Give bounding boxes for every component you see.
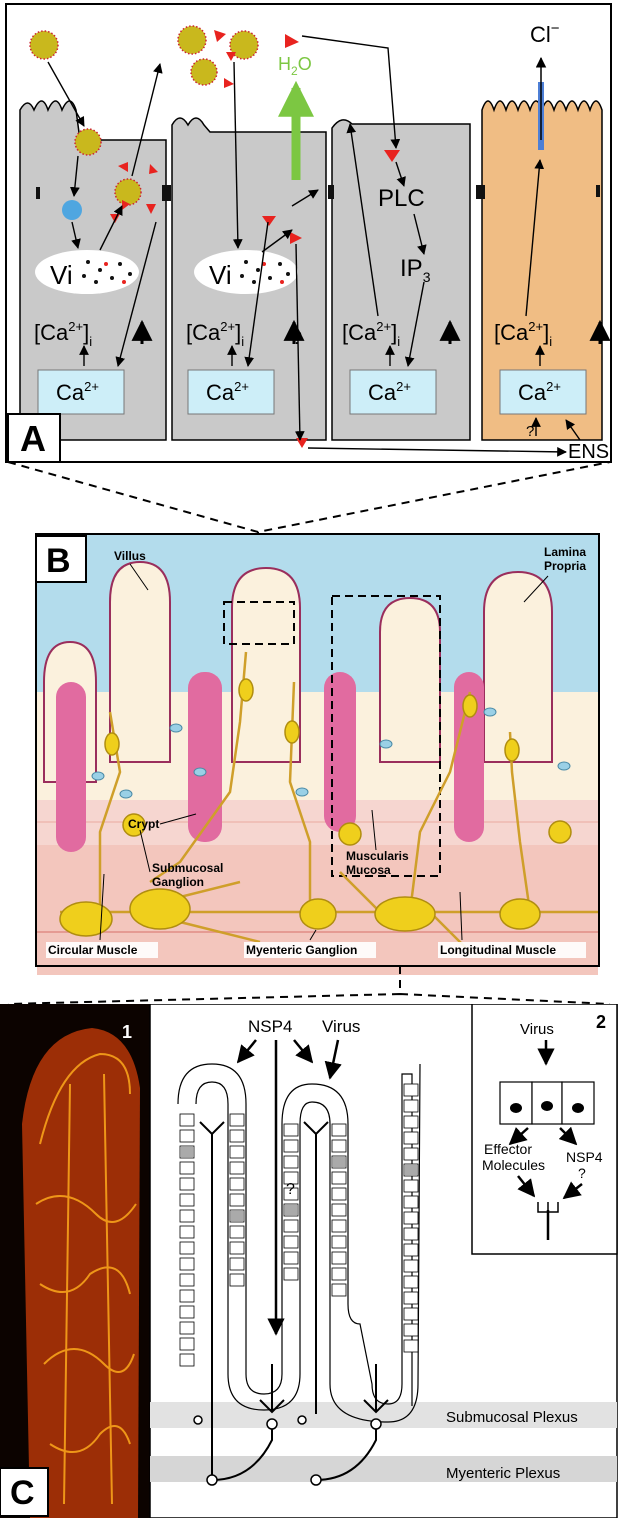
myenteric-plexus-label: Myenteric Plexus <box>446 1465 560 1482</box>
longitudinal-muscle-label: Longitudinal Muscle <box>440 943 556 957</box>
myenteric-ganglion-label: Myenteric Ganglion <box>246 943 357 957</box>
intracellular-calcium-label: [Ca2+]i <box>494 319 552 349</box>
tight-junction <box>162 185 171 201</box>
crypt-label: Crypt <box>128 817 159 831</box>
muscularis-mucosa-label: Mucosa <box>346 863 391 877</box>
nucleus <box>572 1103 584 1113</box>
zoom-connector-b-c <box>0 966 619 1006</box>
villus-label: Villus <box>114 549 146 563</box>
intracellular-calcium-label: [Ca2+]i <box>342 319 400 349</box>
ens-label: ENS <box>568 441 609 463</box>
panel-letter-c: C <box>10 1474 35 1512</box>
inset-number-2: 2 <box>596 1012 606 1032</box>
vi-label: Vi <box>209 260 232 290</box>
circular-muscle-label: Circular Muscle <box>48 943 138 957</box>
ca-store-2: Ca2+ <box>188 370 274 414</box>
plc-label: PLC <box>378 185 425 212</box>
ca-store-label: Ca <box>206 380 235 405</box>
unknown-pathway-marker: ? <box>526 423 534 440</box>
inset-2 <box>472 1004 617 1254</box>
vesicle-icon <box>62 200 82 220</box>
virus-label: Virus <box>322 1017 360 1036</box>
inset-nsp4-label: NSP4 <box>566 1149 603 1165</box>
ca-store-label: Ca <box>518 380 547 405</box>
lamina-propria-label: Propria <box>544 559 586 573</box>
nsp4-label: NSP4 <box>248 1017 292 1036</box>
inset-virus-label: Virus <box>520 1021 554 1038</box>
nucleus <box>510 1103 522 1113</box>
intracellular-calcium-label: [Ca2+]i <box>34 319 92 349</box>
tight-junction <box>596 185 600 197</box>
effector-molecules-label: Effector <box>484 1141 532 1157</box>
tight-junction <box>36 187 40 199</box>
nucleus <box>541 1101 553 1111</box>
intracellular-calcium-label: [Ca2+]i <box>186 319 244 349</box>
fluorescent-villus <box>22 1028 140 1518</box>
ca-store-label: Ca <box>368 380 397 405</box>
unknown-pathway-marker: ? <box>286 1181 295 1198</box>
muscularis-mucosa-label: Muscularis <box>346 849 409 863</box>
vi-label: Vi <box>50 260 73 290</box>
tight-junction <box>476 185 485 199</box>
ca-store-label: Ca <box>56 380 85 405</box>
lamina-propria-label: Lamina <box>544 545 586 559</box>
effector-molecules-label: Molecules <box>482 1157 545 1173</box>
inset-unknown-marker: ? <box>578 1165 586 1181</box>
panel-a: Vi Vi Ca2+ Ca2+ Ca2+ Ca2+ [Ca2+]i [Ca2+]… <box>0 0 619 470</box>
unknown-pathway-marker: ? <box>292 328 302 348</box>
ca-store-1: Ca2+ <box>38 370 124 414</box>
tight-junction <box>328 185 334 199</box>
submucosal-ganglion-label: Submucosal <box>152 861 223 875</box>
ca-store-3: Ca2+ <box>350 370 436 414</box>
panel-c: 1 Submucosal Plexus Myenteric Plexus NSP… <box>0 1004 619 1518</box>
inset-number-1: 1 <box>122 1022 132 1042</box>
ca-store-4: Ca2+ <box>500 370 586 414</box>
panel-letter-b: B <box>46 542 71 580</box>
submucosal-ganglion-label: Ganglion <box>152 875 204 889</box>
panel-letter-a: A <box>20 418 46 459</box>
submucosal-plexus-label: Submucosal Plexus <box>446 1409 578 1426</box>
